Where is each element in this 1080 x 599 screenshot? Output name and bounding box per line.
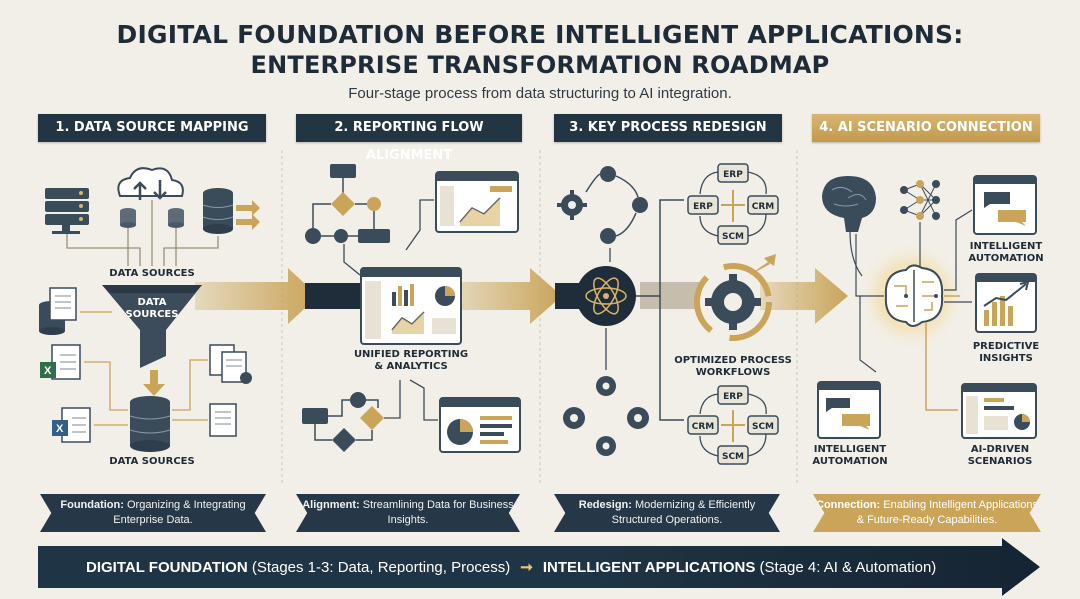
stage2-header: 2. REPORTING FLOW ALIGNMENT [296,114,522,163]
flowchart-icon-bottom [302,380,401,452]
process-hub-icon [576,266,636,326]
flow-arrows [195,268,848,324]
database-icon-bottom [129,396,171,452]
stage1-caption: Foundation: Organizing & Integrating Ent… [40,494,266,532]
stage1-icons: X X [39,167,260,452]
scm-label-3: SCM [722,452,744,462]
bottom-roadmap-arrow [38,538,1040,596]
gear-icon-top [557,190,587,220]
digital-foundation-detail: (Stages 1-3: Data, Reporting, Process) [247,559,511,576]
chat-window-icon-left [817,381,881,439]
database-icon-small-left [120,208,136,228]
dashboard-icon-center [360,267,462,345]
erp-label-2: ERP [693,202,713,212]
intelligent-automation-left-line2: AUTOMATION [812,456,888,467]
stage1-caption-bold: Foundation: [60,499,124,511]
ai-driven-scenarios-line1: AI-DRIVEN [970,444,1030,455]
stage4-caption-text: Enabling Intelligent Applications & Futu… [856,499,1038,526]
unified-reporting-label-line2: & ANALYTICS [374,361,448,372]
cloud-icon [117,167,184,200]
column-dividers [281,150,798,485]
scm-label-1: SCM [722,232,744,242]
svg-text:X: X [56,423,64,435]
stage2-caption: Alignment: Streamlining Data for Busines… [296,494,520,532]
stage1-data-sources-label-bottom: DATA SOURCES [109,456,195,467]
stage3-caption-text: Modernizing & Efficiently Structured Ope… [611,499,756,526]
stage3-header: 3. KEY PROCESS REDESIGN [554,114,782,142]
dashboard-icon-top [435,171,519,233]
funnel-icon [102,285,202,396]
stage4-icons [817,175,1037,439]
right-arrow-icon: ➞ [520,559,533,576]
database-icon-small-right [168,208,184,228]
stage1-caption-text: Organizing & Integrating Enterprise Data… [113,499,246,526]
chat-window-icon-right [973,175,1037,235]
unified-reporting-label-line1: UNIFIED REPORTING [353,349,469,360]
dashboard-icon-bottom [439,397,521,453]
digital-foundation-label: DIGITAL FOUNDATION [86,559,248,576]
stage1-header: 1. DATA SOURCE MAPPING [38,114,266,142]
page-subtitle: Four-stage process from data structuring… [348,85,732,102]
spreadsheet-icon-1: X [40,344,81,380]
optimization-gear-icon [694,254,776,341]
svg-text:X: X [44,365,52,377]
ai-brain-icon [884,264,944,327]
funnel-label-line2: SOURCES [125,309,179,320]
ai-dashboard-icon [961,383,1037,439]
funnel-label-line1: DATA [137,297,167,308]
document-icon-3 [209,403,237,437]
stage3-icons: ERP ERP CRM SCM ERP CRM SCM SCM [557,163,779,465]
stage3-caption-bold: Redesign: [578,499,632,511]
page-title-line1: DIGITAL FOUNDATION BEFORE INTELLIGENT AP… [116,20,964,49]
erp-label-3: ERP [723,392,743,402]
document-icon-1 [49,287,77,321]
erp-scm-cycle-bottom: ERP CRM SCM SCM [687,385,779,465]
bottom-roadmap-text: DIGITAL FOUNDATION (Stages 1-3: Data, Re… [86,558,936,576]
ai-driven-scenarios-line2: SCENARIOS [967,456,1033,467]
brain-icon-left [822,176,876,232]
stage2-caption-bold: Alignment: [302,499,360,511]
intelligent-applications-detail: (Stage 4: AI & Automation) [755,559,937,576]
intelligent-automation-right-line1: INTELLIGENT [969,241,1043,252]
stage3-caption: Redesign: Modernizing & Efficiently Stru… [554,494,780,532]
database-icon-large [202,188,260,234]
stage4-caption: Connection: Enabling Intelligent Applica… [813,494,1041,532]
predictive-insights-line1: PREDICTIVE [972,341,1040,352]
document-icon-2 [209,344,252,384]
optimized-process-label-line2: WORKFLOWS [695,367,771,378]
scm-label-2: SCM [752,422,774,432]
chart-window-icon [975,273,1037,333]
gear-icon-bottom [563,376,649,456]
spreadsheet-icon-2: X [52,407,91,443]
intelligent-automation-right-line2: AUTOMATION [968,253,1044,264]
stage2-icons [302,164,521,453]
crm-label-1: CRM [752,202,775,212]
flowchart-icon-top [305,164,390,244]
crm-label-2: CRM [692,422,715,432]
neural-network-icon [900,180,940,220]
stage4-caption-bold: Connection: [816,499,881,511]
erp-label-1: ERP [723,170,743,180]
intelligent-applications-label: INTELLIGENT APPLICATIONS [542,559,756,576]
optimized-process-label-line1: OPTIMIZED PROCESS [674,355,792,366]
stage4-header: 4. AI SCENARIO CONNECTION [812,114,1040,142]
stage1-data-sources-label-top: DATA SOURCES [109,268,195,279]
page-title-line2: ENTERPRISE TRANSFORMATION ROADMAP [250,51,830,79]
server-icon [45,188,89,234]
intelligent-automation-left-line1: INTELLIGENT [813,444,887,455]
erp-scm-cycle-top: ERP ERP CRM SCM [687,163,779,245]
stage2-caption-text: Streamlining Data for Business Insights. [359,499,514,526]
predictive-insights-line2: INSIGHTS [979,353,1033,364]
